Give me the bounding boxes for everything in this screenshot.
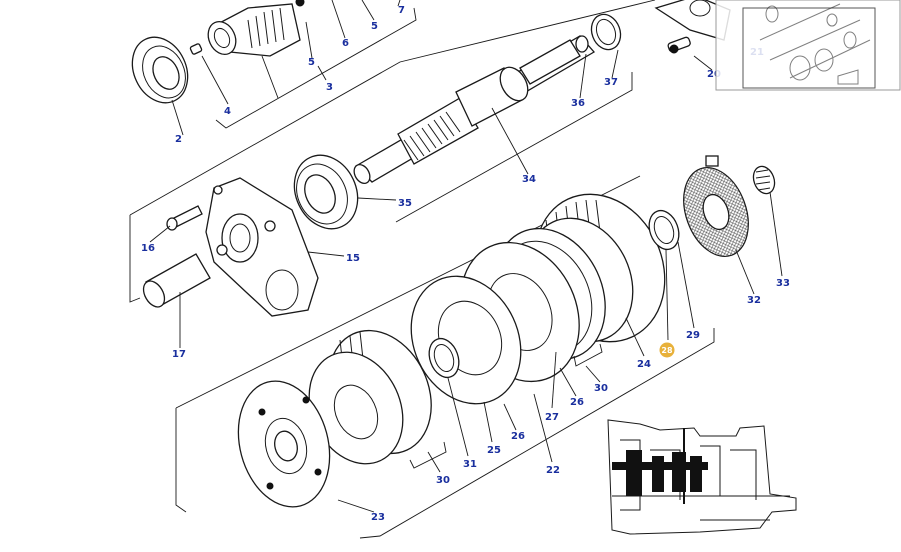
callout-4[interactable]: 4 xyxy=(224,106,231,117)
input-gear-23[interactable] xyxy=(225,371,343,517)
pin-4[interactable] xyxy=(189,43,203,55)
callout-15[interactable]: 15 xyxy=(346,253,360,264)
callout-22[interactable]: 22 xyxy=(546,465,560,476)
bearing-housing-15[interactable] xyxy=(205,177,319,317)
callout-26[interactable]: 26 xyxy=(511,431,525,442)
bracket-30-upper xyxy=(573,343,603,367)
callout-34[interactable]: 34 xyxy=(522,174,536,185)
callout-17[interactable]: 17 xyxy=(172,349,186,360)
bearing-2[interactable] xyxy=(122,28,198,112)
callout-25[interactable]: 25 xyxy=(487,445,501,456)
callout-30[interactable]: 30 xyxy=(436,475,450,486)
snap-ring-31[interactable] xyxy=(424,334,464,381)
needle-bearing-33[interactable] xyxy=(750,163,778,196)
fastener-6-7[interactable] xyxy=(295,0,305,7)
plug-20[interactable] xyxy=(667,36,691,54)
sleeve-17[interactable] xyxy=(139,253,211,311)
callout-31[interactable]: 31 xyxy=(463,459,477,470)
callout-27[interactable]: 27 xyxy=(545,412,559,423)
callout-37[interactable]: 37 xyxy=(604,77,618,88)
callout-16[interactable]: 16 xyxy=(141,243,155,254)
group-bracket-shaft xyxy=(129,0,656,303)
pinion-gear-3[interactable] xyxy=(203,3,301,59)
main-shaft-34[interactable] xyxy=(351,35,596,186)
callout-26[interactable]: 26 xyxy=(570,397,584,408)
snap-ring-37[interactable] xyxy=(587,10,626,53)
callout-3[interactable]: 3 xyxy=(326,82,333,93)
callout-35[interactable]: 35 xyxy=(398,198,412,209)
callout-30[interactable]: 30 xyxy=(594,383,608,394)
callout-32[interactable]: 32 xyxy=(747,295,761,306)
callout-6[interactable]: 6 xyxy=(342,38,349,49)
clutch-hub-25[interactable] xyxy=(292,314,451,479)
gearbox-location-inset xyxy=(607,419,797,535)
overview-thumbnail[interactable] xyxy=(715,0,901,91)
callout-28-highlighted[interactable]: 28 xyxy=(659,342,675,358)
callout-36[interactable]: 36 xyxy=(571,98,585,109)
bolt-16[interactable] xyxy=(166,205,203,231)
callout-29[interactable]: 29 xyxy=(686,330,700,341)
callout-5[interactable]: 5 xyxy=(371,21,378,32)
leader-lines xyxy=(149,0,783,513)
friction-plate-32[interactable] xyxy=(672,155,760,265)
group-bracket-top xyxy=(215,7,417,129)
callout-20[interactable]: 20 xyxy=(707,69,721,80)
thumbnail-viewport-frame[interactable] xyxy=(742,7,876,89)
callout-23[interactable]: 23 xyxy=(371,512,385,523)
bracket-30-lower xyxy=(409,441,447,469)
callout-24[interactable]: 24 xyxy=(637,359,651,370)
callout-33[interactable]: 33 xyxy=(776,278,790,289)
svg-text:28: 28 xyxy=(661,346,673,355)
callout-5[interactable]: 5 xyxy=(308,57,315,68)
seal-ring-29[interactable] xyxy=(644,206,684,253)
callout-2[interactable]: 2 xyxy=(175,134,182,145)
callout-7[interactable]: 7 xyxy=(398,5,405,16)
bearing-35[interactable] xyxy=(283,145,369,239)
